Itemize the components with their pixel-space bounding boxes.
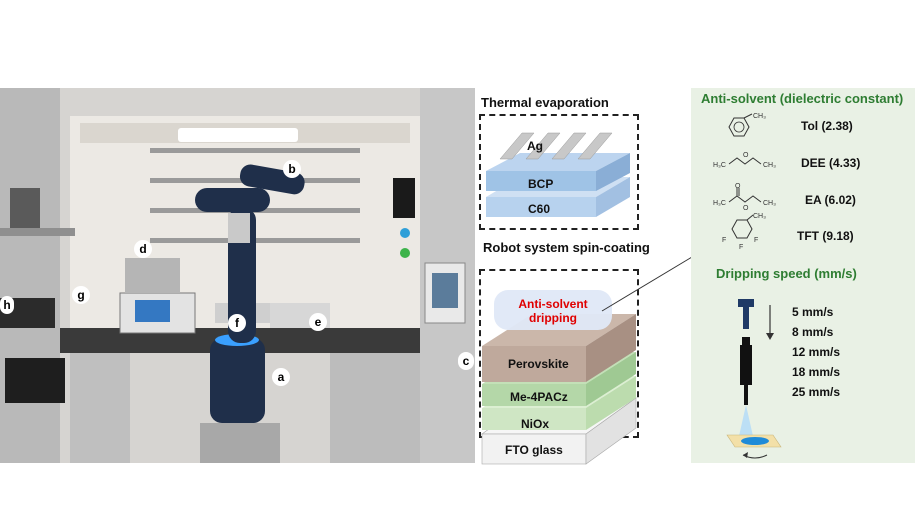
photo-label-f: f: [228, 314, 246, 332]
svg-text:CH₃: CH₃: [753, 213, 766, 220]
solvent-dee: DEE (4.33): [801, 156, 861, 170]
lab-photo: a b c d e f g h: [0, 88, 475, 463]
photo-label-h: h: [0, 296, 14, 314]
speed-18: 18 mm/s: [792, 365, 841, 379]
lab-photo-drawing: [0, 88, 475, 463]
svg-text:CH₃: CH₃: [753, 113, 766, 120]
layer-label-c60: C60: [528, 202, 551, 216]
dripping-speed-title: Dripping speed (mm/s): [716, 266, 857, 281]
diethyl-ether-icon: H₃C O CH₃: [713, 152, 776, 169]
ethyl-acetate-icon: H₃C O O CH₃: [713, 183, 776, 211]
antisolvent-dripping-label: Anti-solvent dripping: [518, 297, 588, 325]
syringe-icon: [726, 299, 782, 459]
speed-8: 8 mm/s: [792, 325, 834, 339]
photo-label-c: c: [458, 352, 474, 370]
svg-text:CH₃: CH₃: [763, 162, 776, 169]
speed-5: 5 mm/s: [792, 305, 834, 319]
antisolvent-panel: [691, 88, 915, 463]
layer-label-ag: Ag: [527, 139, 543, 153]
thermal-evaporation-title: Thermal evaporation: [481, 95, 609, 110]
spin-coating-title: Robot system spin-coating: [483, 240, 650, 255]
photo-label-e: e: [309, 313, 327, 331]
layer-label-niox: NiOx: [521, 417, 550, 431]
svg-text:F: F: [739, 244, 743, 251]
layer-label-bcp: BCP: [528, 177, 554, 191]
svg-text:F: F: [754, 237, 758, 244]
layer-label-perovskite: Perovskite: [508, 357, 569, 371]
svg-text:H₃C: H₃C: [713, 162, 726, 169]
speed-12: 12 mm/s: [792, 345, 841, 359]
spin-stack: [481, 290, 637, 465]
speed-25: 25 mm/s: [792, 385, 841, 399]
svg-text:F: F: [722, 237, 726, 244]
svg-text:H₃C: H₃C: [713, 200, 726, 207]
antisolvent-title: Anti-solvent (dielectric constant): [701, 91, 904, 106]
svg-text:O: O: [735, 183, 741, 190]
photo-label-g: g: [72, 286, 90, 304]
svg-text:CH₃: CH₃: [763, 200, 776, 207]
trifluorotoluene-icon: CH₃ F F F: [722, 213, 766, 251]
toluene-icon: CH₃: [728, 113, 766, 137]
photo-label-a: a: [272, 368, 290, 386]
solvent-ea: EA (6.02): [805, 193, 856, 207]
solvent-tol: Tol (2.38): [801, 119, 853, 133]
layer-label-fto-glass: FTO glass: [505, 443, 563, 457]
photo-label-b: b: [283, 160, 301, 178]
photo-label-d: d: [134, 240, 152, 258]
svg-text:O: O: [743, 152, 749, 159]
thermal-evaporation-box: [479, 114, 639, 230]
layer-label-me4pacz: Me-4PACz: [510, 390, 568, 404]
svg-text:O: O: [743, 205, 749, 211]
thermal-stack: [486, 132, 630, 217]
connector-line: [601, 256, 693, 312]
solvent-tft: TFT (9.18): [797, 229, 854, 243]
